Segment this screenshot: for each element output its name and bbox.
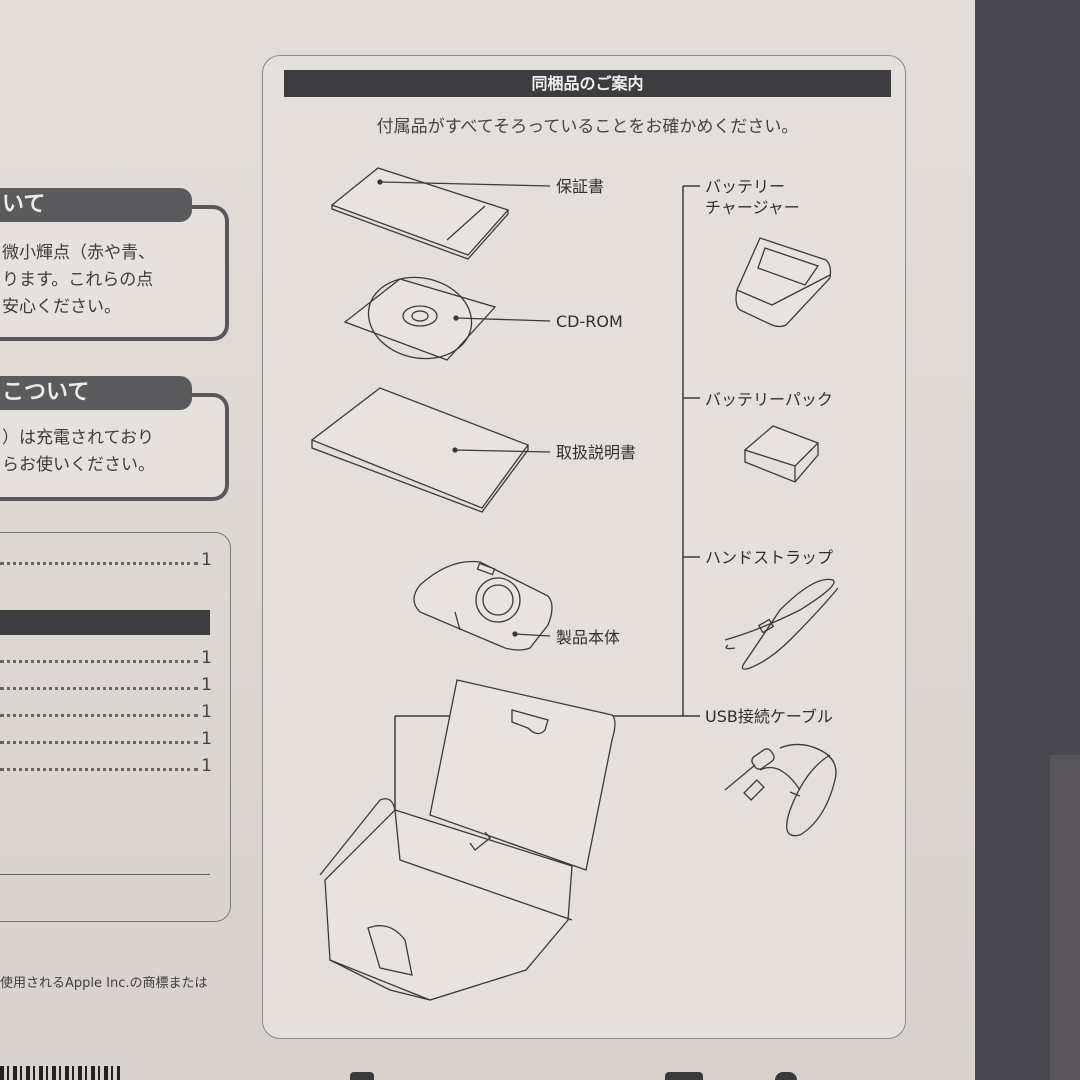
list-row: 1 [0, 702, 212, 724]
label-manual: 取扱説明書 [556, 443, 637, 462]
bottom-symbol [775, 1072, 797, 1080]
battery-pack-icon [743, 425, 820, 483]
panel-title: 同梱品のご案内 [284, 70, 891, 97]
notice-text-lcd: 微小輝点（赤や青、 ります。これらの点 安心ください。 [2, 243, 155, 317]
bottom-symbol [665, 1072, 703, 1080]
label-warranty: 保証書 [556, 177, 605, 196]
label-battery-pack: バッテリーパック [705, 390, 833, 409]
packaging-box-icon [319, 679, 616, 1001]
list-row: 1 [0, 729, 212, 751]
list-row: 1 [0, 648, 212, 670]
battery-charger-icon [735, 237, 832, 328]
warranty-card-icon [330, 167, 551, 260]
label-cd-rom: CD-ROM [556, 312, 623, 331]
label-camera-body: 製品本体 [556, 628, 621, 647]
notice-box-lcd [0, 205, 229, 341]
list-row: 1 [0, 756, 212, 778]
bottom-symbol [350, 1072, 374, 1080]
label-battery-charger: バッテリー チャージャー [705, 177, 800, 217]
label-usb-cable: USB接続ケーブル [705, 707, 833, 726]
barcode [0, 1066, 120, 1080]
camera-body-icon [413, 560, 553, 651]
list-header-bar [0, 610, 210, 635]
list-row: 1 [0, 675, 212, 697]
list-divider [0, 874, 210, 875]
cd-rom-icon [343, 276, 551, 361]
contents-list-box [0, 532, 231, 922]
panel-subtitle: 付属品がすべてそろっていることをお確かめください。 [376, 117, 799, 137]
usb-cable-icon [724, 743, 837, 837]
notice-heading-battery: こついて [0, 376, 192, 410]
notice-text-battery: ）は充電されており らお使いください。 [2, 428, 155, 475]
list-row: 1 [0, 550, 212, 572]
dark-object [1050, 755, 1080, 1080]
manual-icon [310, 387, 551, 513]
hand-strap-icon [724, 578, 839, 670]
notice-heading-lcd: いて [0, 188, 192, 222]
trademark-footnote: 使用されるApple Inc.の商標または [0, 976, 208, 991]
label-hand-strap: ハンドストラップ [705, 548, 834, 567]
